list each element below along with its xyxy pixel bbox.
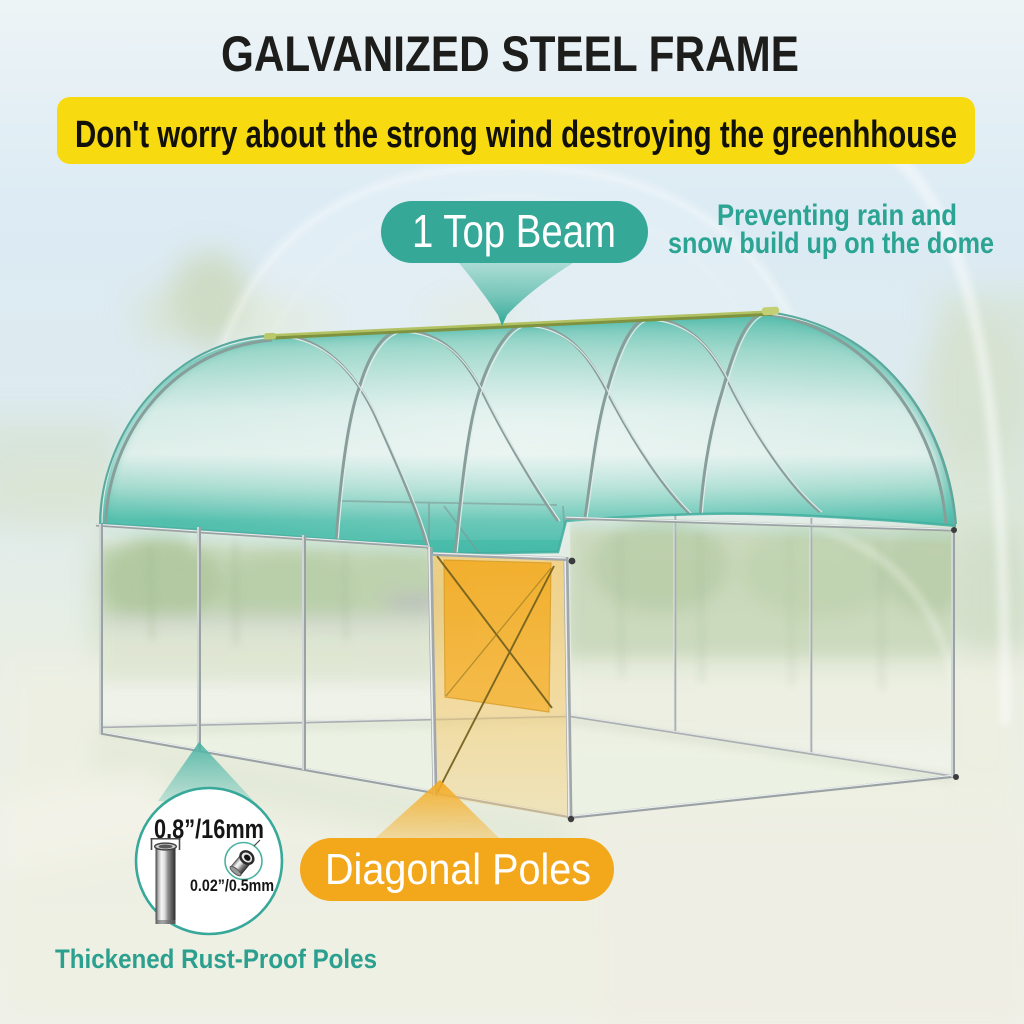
svg-text:Diagonal Poles: Diagonal Poles bbox=[325, 845, 591, 894]
svg-text:Preventing rain and: Preventing rain and bbox=[717, 199, 957, 232]
svg-text:Don't worry about the strong w: Don't worry about the strong wind destro… bbox=[75, 114, 957, 156]
svg-text:Thickened Rust-Proof Poles: Thickened Rust-Proof Poles bbox=[55, 944, 377, 974]
svg-text:0.02”/0.5mm: 0.02”/0.5mm bbox=[190, 876, 274, 895]
svg-text:GALVANIZED STEEL FRAME: GALVANIZED STEEL FRAME bbox=[221, 26, 799, 82]
svg-text:1 Top Beam: 1 Top Beam bbox=[412, 205, 616, 257]
svg-text:snow build up on the dome: snow build up on the dome bbox=[668, 227, 994, 260]
